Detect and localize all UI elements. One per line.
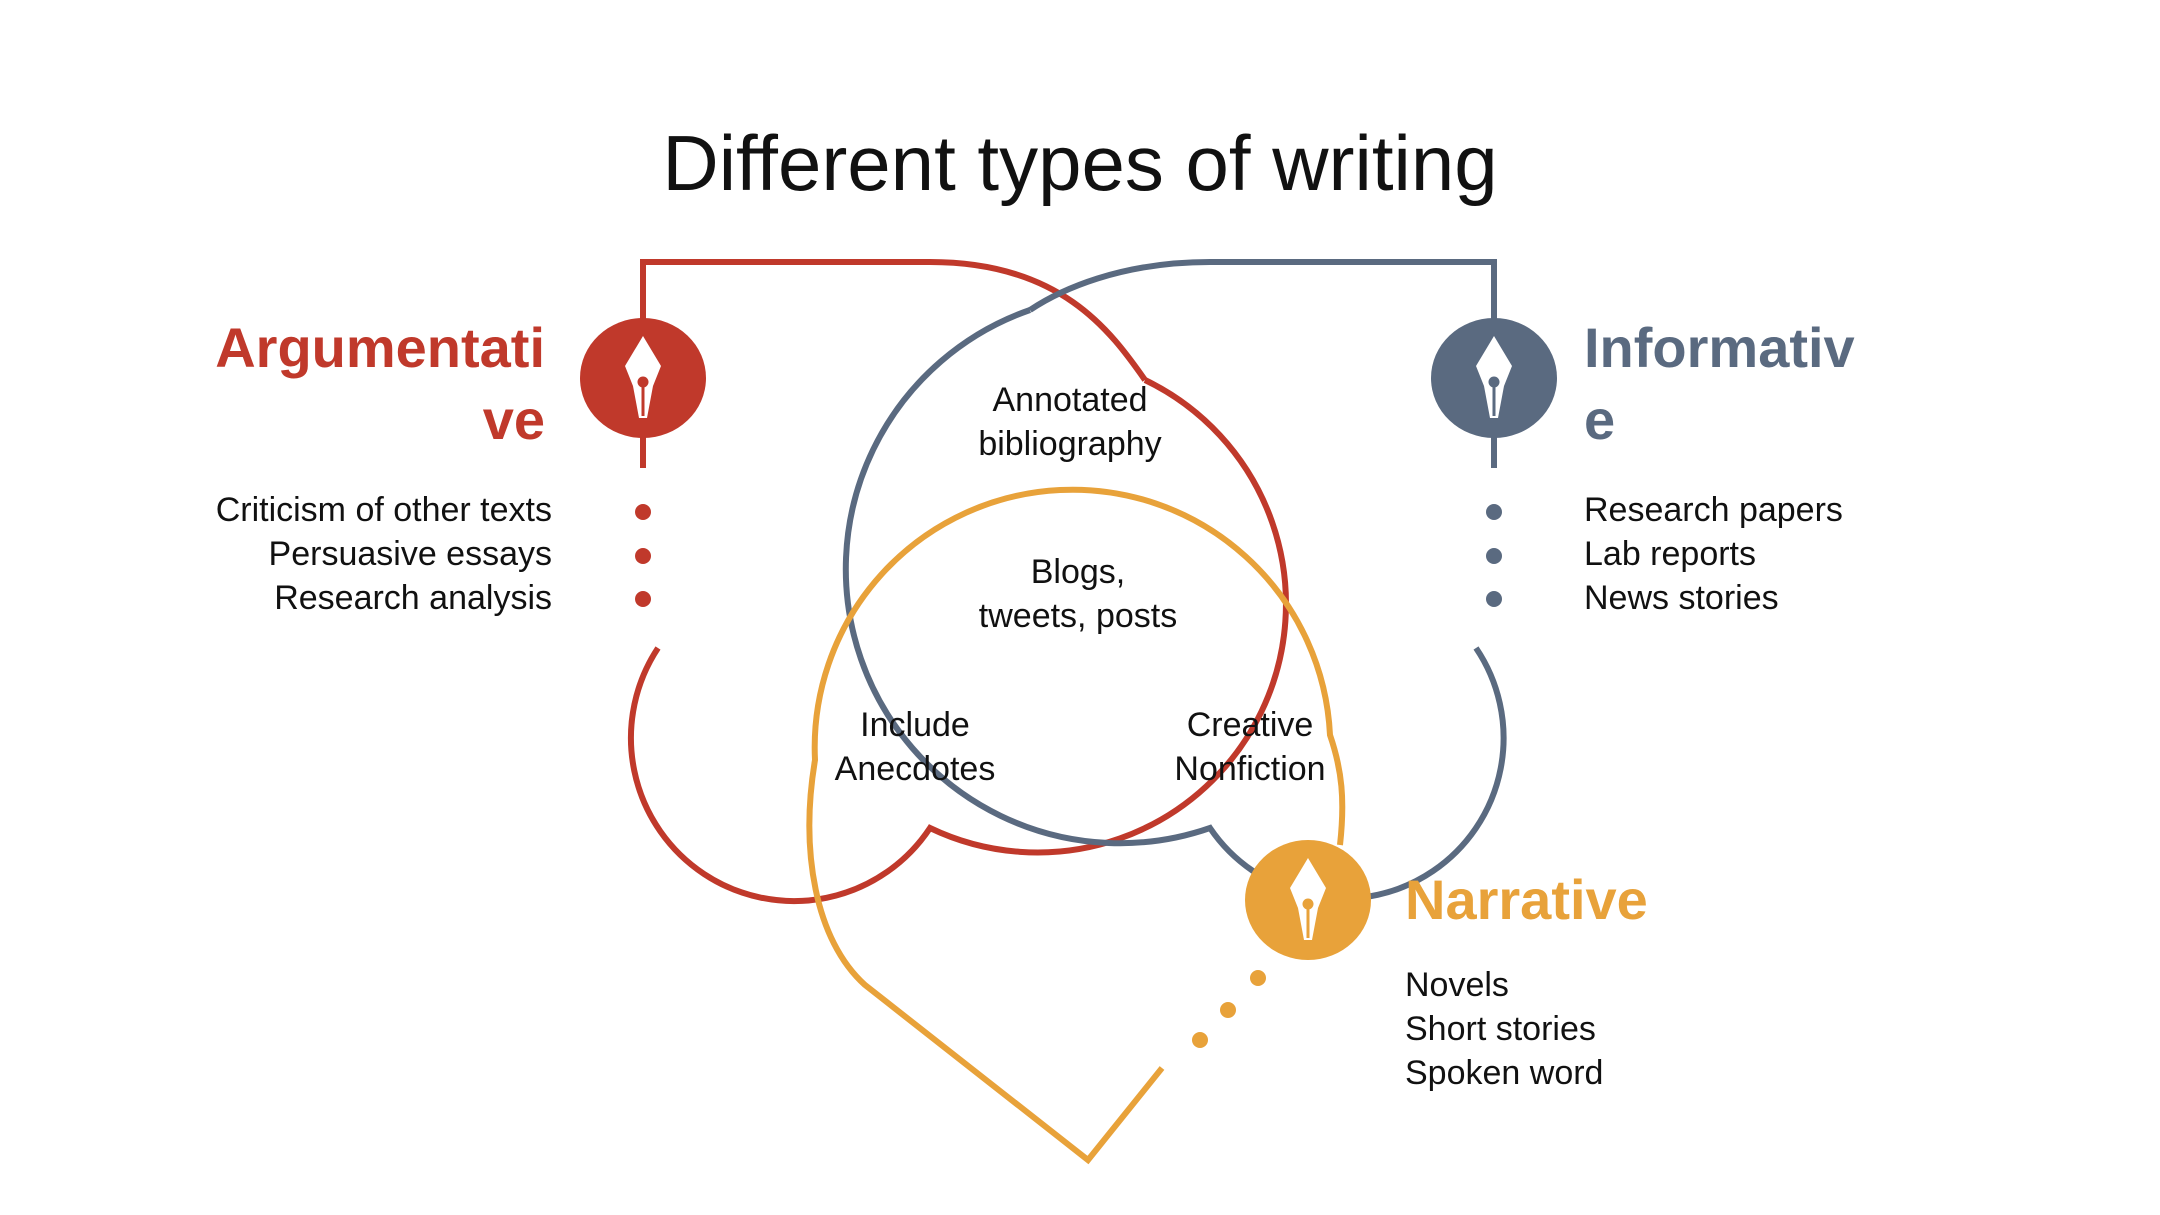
list-item: Persuasive essays [268, 535, 552, 573]
list-item: News stories [1584, 579, 1779, 617]
argumentative-bullets [635, 504, 651, 607]
argumentative-list: Criticism of other texts Persuasive essa… [216, 488, 552, 620]
list-item: Criticism of other texts [215, 491, 552, 529]
argumentative-circle [627, 377, 1289, 905]
list-item: Research analysis [274, 579, 552, 617]
overlap-informative-narrative: Creative Nonfiction [1174, 706, 1326, 788]
narrative-heading: Narrative [1405, 868, 1648, 931]
overlap-all-three: Blogs, tweets, posts [978, 553, 1178, 635]
narrative-list: Novels Short stories Spoken word [1405, 963, 1603, 1095]
narrative-bullets [1192, 970, 1266, 1048]
overlap-argumentative-informative: Annotated bibliography [978, 381, 1162, 463]
list-item: Short stories [1405, 1010, 1596, 1048]
argumentative-pen-icon [580, 318, 706, 438]
informative-list: Research papers Lab reports News stories [1584, 488, 1843, 620]
informative-heading: Informativ e [1584, 316, 1855, 451]
informative-bullets [1486, 504, 1502, 607]
list-item: Novels [1405, 966, 1509, 1004]
argumentative-heading: Argumentati ve [215, 316, 545, 451]
overlap-argumentative-narrative: Include Anecdotes [834, 706, 996, 788]
list-item: Lab reports [1584, 535, 1756, 573]
diagram-title: Different types of writing [662, 119, 1498, 207]
narrative-pen-icon [1245, 840, 1371, 960]
list-item: Spoken word [1405, 1054, 1604, 1092]
narrative-circle [806, 486, 1346, 1165]
informative-circle [842, 307, 1507, 902]
informative-pen-icon [1431, 318, 1557, 438]
list-item: Research papers [1584, 491, 1843, 529]
